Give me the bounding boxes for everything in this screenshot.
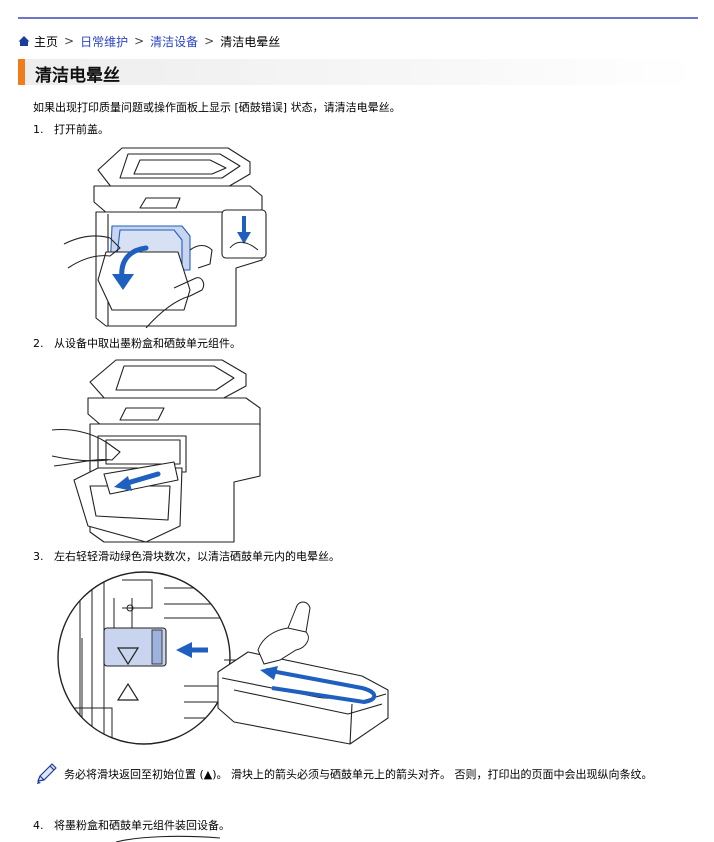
step-2: 2. 从设备中取出墨粉盒和硒鼓单元组件。 <box>33 335 241 351</box>
breadcrumb: 主页 > 日常维护 > 清洁设备 > 清洁电晕丝 <box>18 33 280 49</box>
step-text: 打开前盖。 <box>54 123 109 136</box>
heading-accent <box>18 59 25 85</box>
breadcrumb-separator: > <box>204 34 215 48</box>
step-text: 左右轻轻滑动绿色滑块数次，以清洁硒鼓单元内的电晕丝。 <box>54 550 340 563</box>
step-3: 3. 左右轻轻滑动绿色滑块数次，以清洁硒鼓单元内的电晕丝。 <box>33 548 340 564</box>
step-number: 1. <box>33 123 44 136</box>
step-4: 4. 将墨粉盒和硒鼓单元组件装回设备。 <box>33 817 230 833</box>
breadcrumb-item-maintenance[interactable]: 日常维护 <box>80 34 129 49</box>
pencil-note-icon <box>37 763 57 784</box>
step-text: 从设备中取出墨粉盒和硒鼓单元组件。 <box>54 337 241 350</box>
step-text: 将墨粉盒和硒鼓单元组件装回设备。 <box>54 819 230 832</box>
breadcrumb-current: 清洁电晕丝 <box>220 34 281 49</box>
step-number: 3. <box>33 550 44 563</box>
top-rule <box>18 17 698 19</box>
page-title: 清洁电晕丝 <box>35 66 120 86</box>
remove-drum-illustration <box>51 359 261 543</box>
breadcrumb-home[interactable]: 主页 <box>34 34 59 49</box>
home-icon[interactable] <box>18 35 30 47</box>
step-number: 4. <box>33 819 44 832</box>
heading-bar: 清洁电晕丝 <box>18 59 698 86</box>
intro-text: 如果出现打印质量问题或操作面板上显示 [硒鼓错误] 状态，请清洁电晕丝。 <box>33 101 401 114</box>
step-1: 1. 打开前盖。 <box>33 121 109 137</box>
note-text: 务必将滑块返回至初始位置 (▲)。 滑块上的箭头必须与硒鼓单元上的箭头对齐。 否… <box>64 768 653 781</box>
breadcrumb-separator: > <box>134 34 145 48</box>
breadcrumb-item-clean[interactable]: 清洁设备 <box>150 34 199 49</box>
reinstall-illustration-partial <box>115 835 221 842</box>
slide-tab-illustration <box>57 571 389 745</box>
open-front-cover-illustration <box>63 147 267 328</box>
step-number: 2. <box>33 337 44 350</box>
breadcrumb-separator: > <box>64 34 75 48</box>
